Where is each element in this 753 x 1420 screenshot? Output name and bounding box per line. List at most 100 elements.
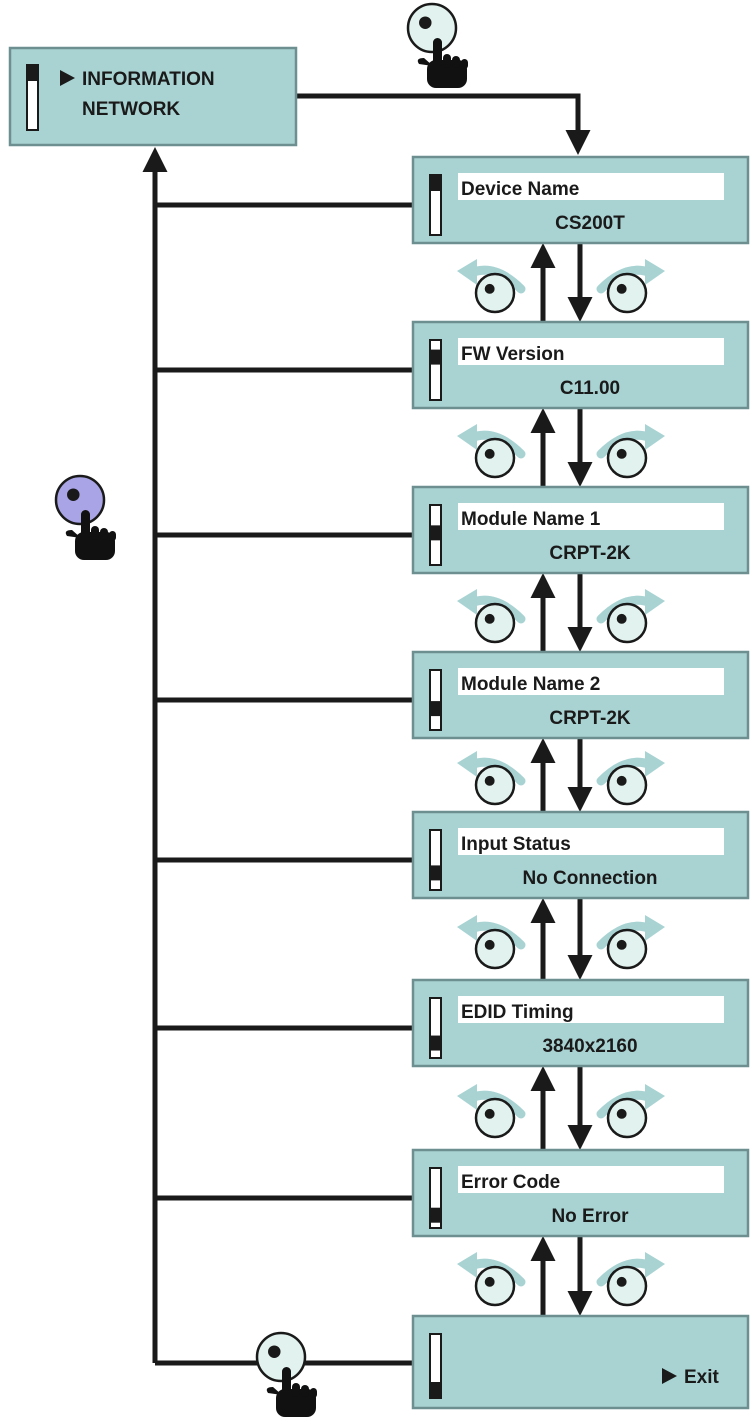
rotate-controls[interactable] xyxy=(457,1084,665,1139)
knob-icon xyxy=(474,764,516,806)
screen-value: CS200T xyxy=(555,213,625,234)
enter-flow-line xyxy=(296,93,591,155)
knob-icon xyxy=(474,437,516,479)
exit-label: Exit xyxy=(684,1367,720,1388)
scrollbar-thumb xyxy=(431,1035,440,1051)
play-arrow-icon xyxy=(60,70,75,86)
menu-line-1: INFORMATION xyxy=(82,69,215,90)
menu-screen xyxy=(8,46,298,147)
title-highlight xyxy=(458,1166,724,1193)
rotate-right-icon xyxy=(596,424,665,479)
rotate-right-icon xyxy=(596,1252,665,1307)
title-highlight xyxy=(458,338,724,365)
title-highlight xyxy=(458,996,724,1023)
rotate-left-icon xyxy=(457,1252,526,1307)
scrollbar-thumb xyxy=(431,176,440,191)
connector-lines xyxy=(142,93,593,1366)
screen-value: C11.00 xyxy=(560,378,620,399)
knob-icon xyxy=(606,928,648,970)
rotate-right-icon xyxy=(596,751,665,806)
screen-title: Error Code xyxy=(461,1172,560,1193)
screen-title: Input Status xyxy=(461,834,571,855)
rotate-controls[interactable] xyxy=(457,1252,665,1307)
rotate-left-icon xyxy=(457,751,526,806)
navigation-arrows xyxy=(530,1236,593,1316)
screen-scrollbar xyxy=(429,669,442,731)
knob-icon xyxy=(255,1331,307,1383)
knob-press-icon[interactable] xyxy=(406,2,468,88)
knob-icon xyxy=(474,272,516,314)
knob-icon xyxy=(606,1265,648,1307)
rotate-right-icon xyxy=(596,259,665,314)
navigation-arrows xyxy=(530,573,593,652)
scrollbar-thumb xyxy=(431,1382,440,1397)
scrollbar-track xyxy=(429,174,442,236)
rotate-controls[interactable] xyxy=(457,751,665,806)
screen-scrollbar xyxy=(429,339,442,401)
screen-frame xyxy=(411,1314,750,1410)
screen-scrollbar xyxy=(429,504,442,566)
screen-scrollbar xyxy=(429,1333,442,1399)
rotate-left-icon xyxy=(457,1084,526,1139)
scrollbar-track xyxy=(429,1333,442,1399)
scrollbar-track xyxy=(429,669,442,731)
scrollbar-track xyxy=(429,339,442,401)
knob-icon xyxy=(474,1097,516,1139)
title-highlight xyxy=(458,173,724,200)
rotate-left-icon xyxy=(457,915,526,970)
screen-value: CRPT-2K xyxy=(549,708,631,729)
rotate-controls[interactable] xyxy=(457,915,665,970)
title-highlight xyxy=(458,668,724,695)
knob-icon xyxy=(54,474,106,526)
exit-screen[interactable]: Exit xyxy=(411,1314,750,1410)
navigation-arrows xyxy=(530,408,593,487)
scrollbar-thumb xyxy=(431,701,440,717)
knob-icon xyxy=(606,272,648,314)
rotate-left-icon xyxy=(457,259,526,314)
knob-icon xyxy=(606,437,648,479)
knob-icon xyxy=(606,1097,648,1139)
screen-title: FW Version xyxy=(461,344,564,365)
scrollbar-track xyxy=(26,64,39,131)
scrollbar-track xyxy=(429,997,442,1059)
menu-scrollbar xyxy=(26,64,39,131)
rotate-controls[interactable] xyxy=(457,259,665,314)
knob-press-icon[interactable] xyxy=(255,1331,317,1417)
knob-icon xyxy=(474,602,516,644)
screen-title: Device Name xyxy=(461,179,579,200)
knob-icon xyxy=(474,1265,516,1307)
knob-press-purple-icon[interactable] xyxy=(54,474,116,560)
screen-scrollbar xyxy=(429,174,442,236)
knob-icon xyxy=(606,764,648,806)
navigation-arrows xyxy=(530,1066,593,1150)
rotate-right-icon xyxy=(596,589,665,644)
title-highlight xyxy=(458,503,724,530)
rotate-controls[interactable] xyxy=(457,424,665,479)
navigation-arrows xyxy=(530,898,593,980)
rotate-right-icon xyxy=(596,1084,665,1139)
navigation-arrows xyxy=(530,738,593,812)
navigation-arrows xyxy=(530,243,593,322)
screen-scrollbar xyxy=(429,997,442,1059)
screen-value: CRPT-2K xyxy=(549,543,631,564)
pointing-hand-icon xyxy=(65,510,116,560)
knob-icon xyxy=(606,602,648,644)
play-arrow-icon xyxy=(662,1368,677,1384)
screen-scrollbar xyxy=(429,1167,442,1229)
screen-scrollbar xyxy=(429,829,442,891)
knob-icon xyxy=(406,2,458,54)
scrollbar-thumb xyxy=(431,865,440,881)
scrollbar-thumb xyxy=(28,66,37,81)
scrollbar-thumb xyxy=(431,1207,440,1223)
rotate-controls[interactable] xyxy=(457,589,665,644)
